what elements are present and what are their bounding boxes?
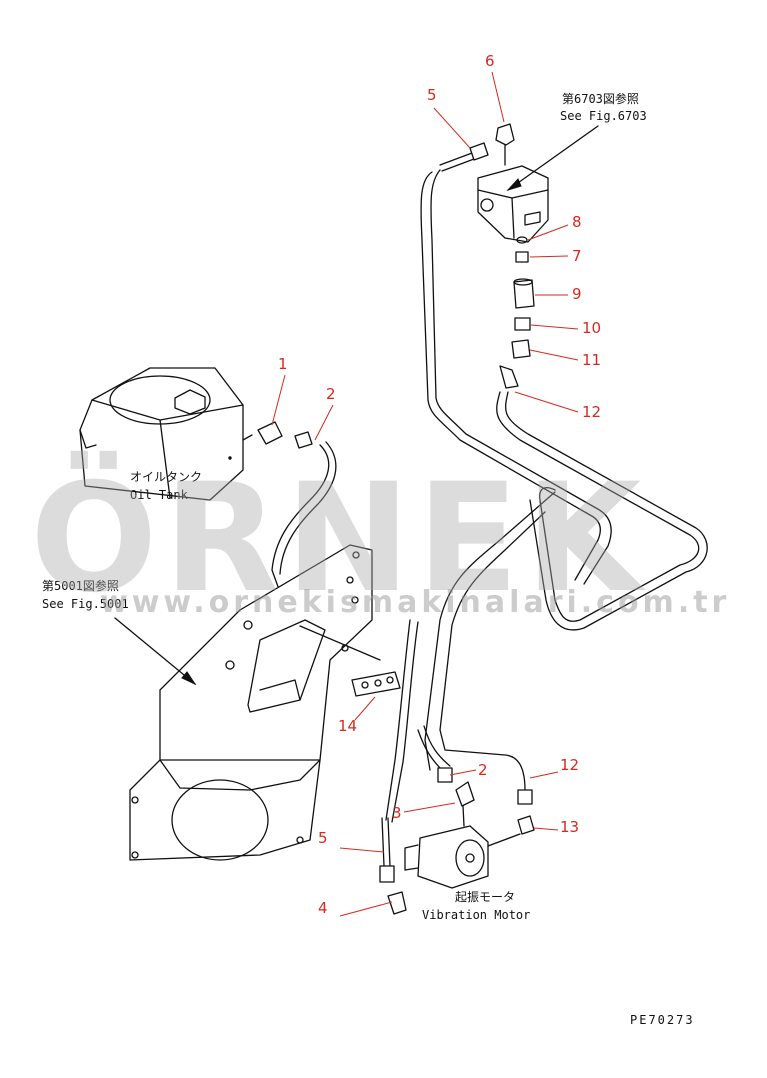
callouts: 1 2 2 3 4 5 5 6 7 8 9 10 11 12 12 13 14: [271, 52, 601, 917]
callout-11: 11: [582, 351, 601, 369]
callout-12-bottom: 12: [560, 756, 579, 774]
callout-10: 10: [582, 319, 601, 337]
callout-5-bottom: 5: [318, 829, 328, 847]
callout-2-top: 2: [326, 385, 336, 403]
watermark: ÖRNEK www.ornekismakinalari.com.tr: [30, 450, 730, 626]
motor-label-en: Vibration Motor: [422, 908, 530, 922]
frame-plate: [129, 544, 381, 861]
callout-7: 7: [572, 247, 582, 265]
motor-label-jp: 起振モータ: [455, 890, 515, 904]
elbow-fitting-1: [257, 421, 313, 449]
bolt-lower: [379, 817, 407, 915]
oil-tank-label-en: Oil Tank: [130, 488, 189, 502]
vibration-motor: [404, 767, 535, 889]
callout-5-top: 5: [427, 86, 437, 104]
oil-tank-label-jp: オイルタンク: [130, 470, 202, 484]
reference-left-jp: 第5001図参照: [42, 578, 119, 593]
callout-6: 6: [485, 52, 495, 70]
watermark-url: www.ornekismakinalari.com.tr: [100, 585, 730, 620]
reference-top-en: See Fig.6703: [560, 109, 647, 123]
callout-9: 9: [572, 285, 582, 303]
reference-top-jp: 第6703図参照: [562, 91, 639, 106]
fitting-stack: [495, 123, 535, 389]
hose-runs: [271, 169, 708, 823]
callout-12-top: 12: [582, 403, 601, 421]
clamp-14: [351, 671, 401, 697]
callout-2-bottom: 2: [478, 761, 488, 779]
callout-4: 4: [318, 899, 328, 917]
reference-left-en: See Fig.5001: [42, 597, 129, 611]
oil-tank: [79, 367, 253, 501]
callout-1: 1: [278, 355, 288, 373]
bolt-top: [439, 142, 489, 172]
callout-3: 3: [392, 804, 402, 822]
valve-block: [477, 165, 549, 243]
drawing-code: PE70273: [630, 1013, 695, 1027]
watermark-brand: ÖRNEK: [30, 450, 647, 626]
callout-13: 13: [560, 818, 579, 836]
callout-8: 8: [572, 213, 582, 231]
callout-14: 14: [338, 717, 357, 735]
